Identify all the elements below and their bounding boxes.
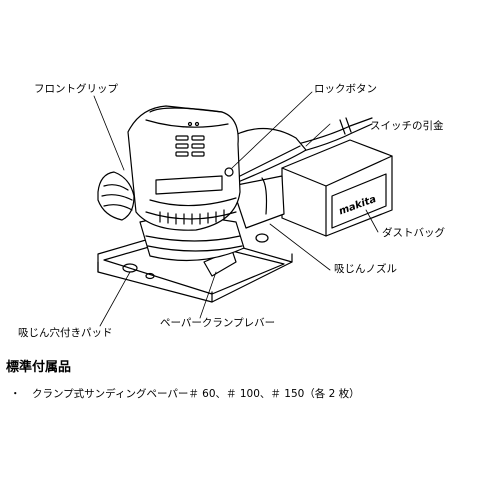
nozzle-drawing	[231, 175, 285, 229]
accessories-title: 標準付属品	[6, 360, 72, 375]
lock-button-drawing	[224, 167, 234, 177]
dust-pad-label: 吸じん穴付きパッド	[18, 327, 113, 339]
dust-nozzle-label: 吸じんノズル	[334, 263, 397, 275]
handle-drawing	[225, 127, 307, 183]
accessory-item: ・クランプ式サンディングペーパー＃ 60、＃ 100、＃ 150（各 2 枚）	[10, 386, 360, 401]
dust-bag-drawing	[281, 139, 393, 237]
dust-bag-label: ダストバッグ	[382, 227, 445, 239]
leader-lines	[93, 91, 379, 327]
housing-drawing	[127, 105, 241, 231]
lock-button-label: ロックボタン	[314, 83, 377, 95]
accessory-text: クランプ式サンディングペーパー＃ 60、＃ 100、＃ 150（各 2 枚）	[32, 388, 360, 400]
switch-trigger-label: スイッチの引金	[370, 120, 444, 132]
sander-diagram: makita	[93, 91, 393, 327]
paper-clamp-lever-label: ペーパークランプレバー	[160, 317, 276, 329]
front-grip-label: フロントグリップ	[34, 83, 118, 95]
bullet: ・	[10, 388, 21, 400]
front-grip-drawing	[97, 171, 135, 221]
